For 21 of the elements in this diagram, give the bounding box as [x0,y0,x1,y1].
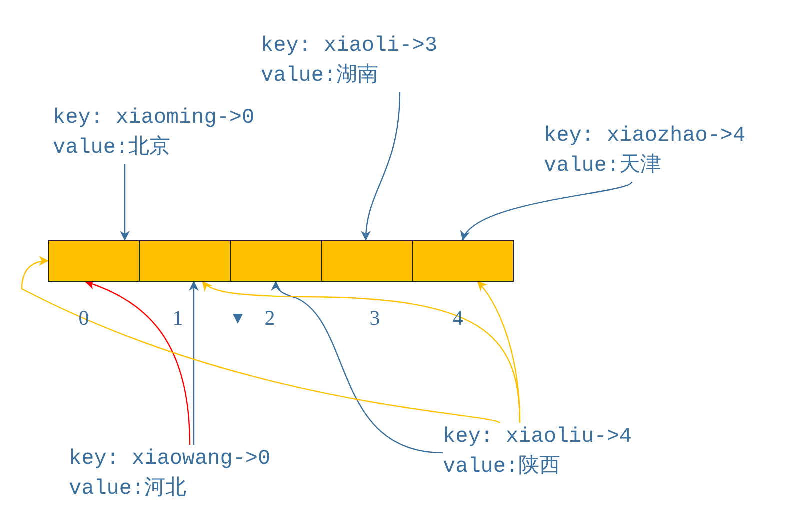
index-label: 3 [370,308,380,329]
key-value-note: key: xiaozhao->4 value:天津 [544,122,746,182]
arrow [477,281,521,424]
array-cell [412,240,514,282]
key-value-note: key: xiaoliu->4 value:陕西 [443,423,632,483]
arrow [362,92,401,241]
index-label: 2 [264,308,276,329]
arrow [21,256,500,424]
array-cell [321,240,413,282]
arrow [462,182,632,241]
array-cell [230,240,322,282]
array-cell [48,240,140,282]
arrow [272,281,444,454]
arrow [120,164,130,241]
arrow [85,280,191,446]
index-label: 1 [172,308,184,329]
key-value-note: key: xiaoming->0 value:北京 [53,104,255,164]
arrow [189,281,199,445]
array-cell [139,240,231,282]
key-value-note: key: xiaowang->0 value:河北 [69,445,271,505]
key-value-note: key: xiaoli->3 value:湖南 [261,32,438,92]
